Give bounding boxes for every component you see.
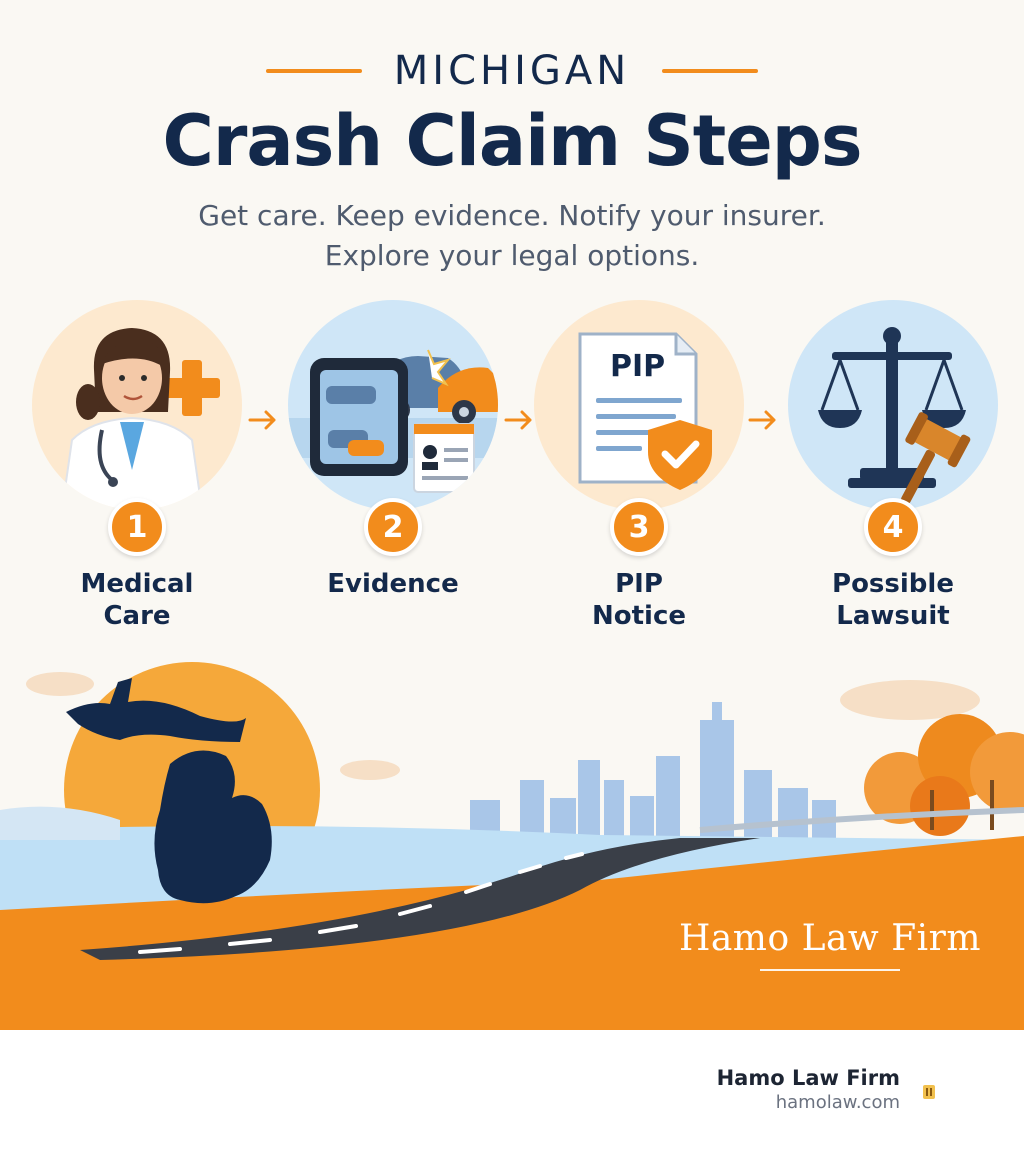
footer: Hamo Law Firm hamolaw.com (0, 1030, 1024, 1154)
camera-evidence-icon (288, 300, 498, 510)
step-4: 4 Possible Lawsuit (778, 300, 1008, 640)
doctor-icon (32, 300, 242, 510)
firm-logo-icon (923, 1085, 935, 1099)
shoreline (0, 806, 120, 840)
city-skyline (470, 702, 836, 840)
arrow-right-icon (248, 410, 276, 430)
step-3: PIP 3 PIP Notice (524, 300, 754, 640)
steps-row: 1 Medical Care (0, 300, 1024, 640)
step-label: Medical Care (80, 569, 194, 631)
road (80, 838, 760, 960)
pip-document-icon: PIP (534, 300, 744, 510)
autumn-trees (864, 714, 1024, 836)
firm-banner-name: Hamo Law Firm (678, 918, 982, 959)
guardrail (699, 807, 1024, 833)
infographic-canvas: MICHIGAN Crash Claim Steps Get care. Kee… (0, 0, 1024, 1030)
firm-banner-rule (760, 969, 900, 971)
eyebrow-row: MICHIGAN (0, 48, 1024, 94)
firm-banner: Hamo Law Firm (660, 918, 1000, 971)
subtitle-line-1: Get care. Keep evidence. Notify your ins… (198, 199, 826, 232)
footer-firm-name: Hamo Law Firm (716, 1066, 900, 1090)
step-1: 1 Medical Care (22, 300, 252, 640)
michigan-road-scene (0, 660, 1024, 1030)
step-label: PIP Notice (591, 569, 686, 631)
step-number-badge: 2 (364, 498, 422, 556)
step-label: Evidence (327, 569, 459, 599)
eyebrow-line-left (265, 69, 362, 73)
step-number-badge: 1 (108, 498, 166, 556)
subtitle-line-2: Explore your legal options. (324, 239, 700, 272)
footer-attribution: Hamo Law Firm hamolaw.com (717, 1066, 900, 1113)
subtitle: Get care. Keep evidence. Notify your ins… (0, 196, 1024, 276)
eyebrow-line-right (662, 69, 759, 73)
step-2: 2 Evidence (278, 300, 508, 640)
footer-url[interactable]: hamolaw.com (775, 1092, 900, 1113)
step-number-badge: 4 (864, 498, 922, 556)
cloud (340, 760, 400, 780)
step-number-badge: 3 (610, 498, 668, 556)
cloud (840, 680, 980, 720)
arrow-right-icon (748, 410, 776, 430)
cloud (26, 672, 94, 696)
road-lane-marks (138, 852, 584, 954)
step-label: Possible Lawsuit (832, 569, 954, 631)
pip-document-text: PIP (610, 349, 665, 384)
page-title: Crash Claim Steps (162, 100, 862, 182)
michigan-map-icon (66, 678, 272, 904)
scales-gavel-icon (788, 300, 998, 510)
orange-ground (0, 836, 1024, 1030)
header: MICHIGAN Crash Claim Steps Get care. Kee… (0, 48, 1024, 276)
eyebrow-text: MICHIGAN (393, 48, 631, 94)
arrow-right-icon (504, 410, 532, 430)
